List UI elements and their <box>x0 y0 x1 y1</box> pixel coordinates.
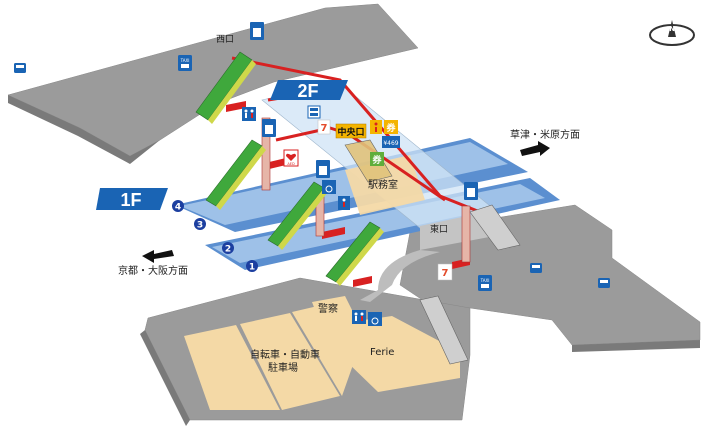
stairs-central <box>344 139 393 183</box>
station-office-label: 駅務室 <box>368 178 398 191</box>
svg-text:7: 7 <box>442 268 449 279</box>
svg-text:¥469: ¥469 <box>383 140 398 147</box>
stairs-ground <box>419 295 469 365</box>
direction-kyoto-label: 京都・大阪方面 <box>118 264 188 277</box>
floor-badge-2f-shape <box>270 80 348 100</box>
bus-stop-icon <box>598 278 610 288</box>
convenience-store-icon: 7 <box>437 263 453 281</box>
bus-stop-icon <box>14 63 26 73</box>
escalator-west-exit-rail <box>208 60 256 124</box>
floor-label-1f: 1F <box>120 190 141 210</box>
floor-badge-1f: 1F <box>96 188 168 210</box>
police-box-label: 警察 <box>318 302 338 315</box>
elevator-icon <box>262 119 276 137</box>
restroom-icon <box>352 310 366 324</box>
ground-floor-edge <box>140 330 190 426</box>
link-ground <box>353 276 372 287</box>
wheelchair-icon <box>368 312 382 326</box>
parking-lots <box>184 296 460 410</box>
central-exit-label: 中央口 <box>337 126 364 138</box>
central-exit-sign: 中央口 <box>335 123 367 139</box>
platform-number-3: 3 <box>194 218 206 231</box>
direction-kyoto: 京都・大阪方面 <box>118 250 188 277</box>
elevator-icon <box>316 160 330 178</box>
svg-text:TAXI: TAXI <box>180 58 190 63</box>
taxi-icon: TAXI <box>478 275 492 291</box>
svg-text:券: 券 <box>385 122 396 134</box>
escalator-platform1-rail <box>336 228 384 286</box>
platform-number-2: 2 <box>222 242 234 255</box>
floor-label-2f: 2F <box>297 81 318 101</box>
link-platform2 <box>322 227 345 239</box>
escalators <box>195 51 384 286</box>
stairs <box>344 139 521 365</box>
svg-text:2: 2 <box>225 245 231 255</box>
direction-kusatsu-label: 草津・米原方面 <box>510 128 580 141</box>
svg-text:TAXI: TAXI <box>480 278 490 283</box>
elevator-icon <box>464 182 478 200</box>
platform-numbers: 1 2 3 4 <box>172 200 258 273</box>
compass-icon: N <box>649 20 695 46</box>
parking-label-line2: 駐車場 <box>268 361 298 374</box>
convenience-store-icon: 7 <box>317 119 331 135</box>
elevator-shaft-east <box>461 205 471 263</box>
arrow-left-icon <box>142 250 174 263</box>
restroom-icon <box>242 107 256 121</box>
restroom-icon <box>338 196 350 210</box>
ticket-machine-icon: 券 <box>370 152 384 166</box>
parking-lot-1 <box>184 325 280 410</box>
stairs-east-exit <box>469 204 521 251</box>
ferie-building <box>322 316 460 392</box>
platform-number-4: 4 <box>172 200 184 213</box>
link-west <box>226 101 246 112</box>
east-walkway-curve <box>360 250 440 302</box>
escalator-platform4-rail <box>216 146 266 210</box>
police-box-area <box>312 296 358 328</box>
east-exit-label: 東口 <box>430 223 448 235</box>
parking-label-line1: 自転車・自動車 <box>250 348 320 361</box>
svg-text:3: 3 <box>197 221 203 231</box>
wheelchair-icon <box>322 180 336 194</box>
escalator-platform2-rail <box>278 188 328 250</box>
svg-text:4: 4 <box>175 203 181 213</box>
svg-text:券: 券 <box>371 154 382 166</box>
floor-badge-2f: 2F <box>270 80 348 101</box>
west-exit-label: 西口 <box>216 34 234 45</box>
price-sign-icon: ¥469 <box>382 136 400 148</box>
ticket-machine-icon: 券 <box>384 120 398 134</box>
aed-icon: AED <box>283 149 299 167</box>
platform-number-1: 1 <box>246 260 258 273</box>
svg-text:AED: AED <box>287 162 295 166</box>
elevator-icon <box>250 22 264 40</box>
parking-lot-2 <box>240 313 340 410</box>
bus-stop-icon <box>530 263 542 273</box>
taxi-icon: TAXI <box>178 55 192 71</box>
svg-text:1: 1 <box>249 263 255 273</box>
svg-text:7: 7 <box>321 123 328 134</box>
arrow-right-icon <box>520 141 550 156</box>
floor-badge-1f-shape <box>96 188 168 210</box>
direction-kusatsu: 草津・米原方面 <box>510 128 580 156</box>
svg-text:N: N <box>669 25 675 33</box>
ferie-label: Ferie <box>370 347 394 358</box>
locker-icon <box>307 105 321 119</box>
info-icon <box>370 120 382 134</box>
east-plaza-edge <box>572 340 700 352</box>
